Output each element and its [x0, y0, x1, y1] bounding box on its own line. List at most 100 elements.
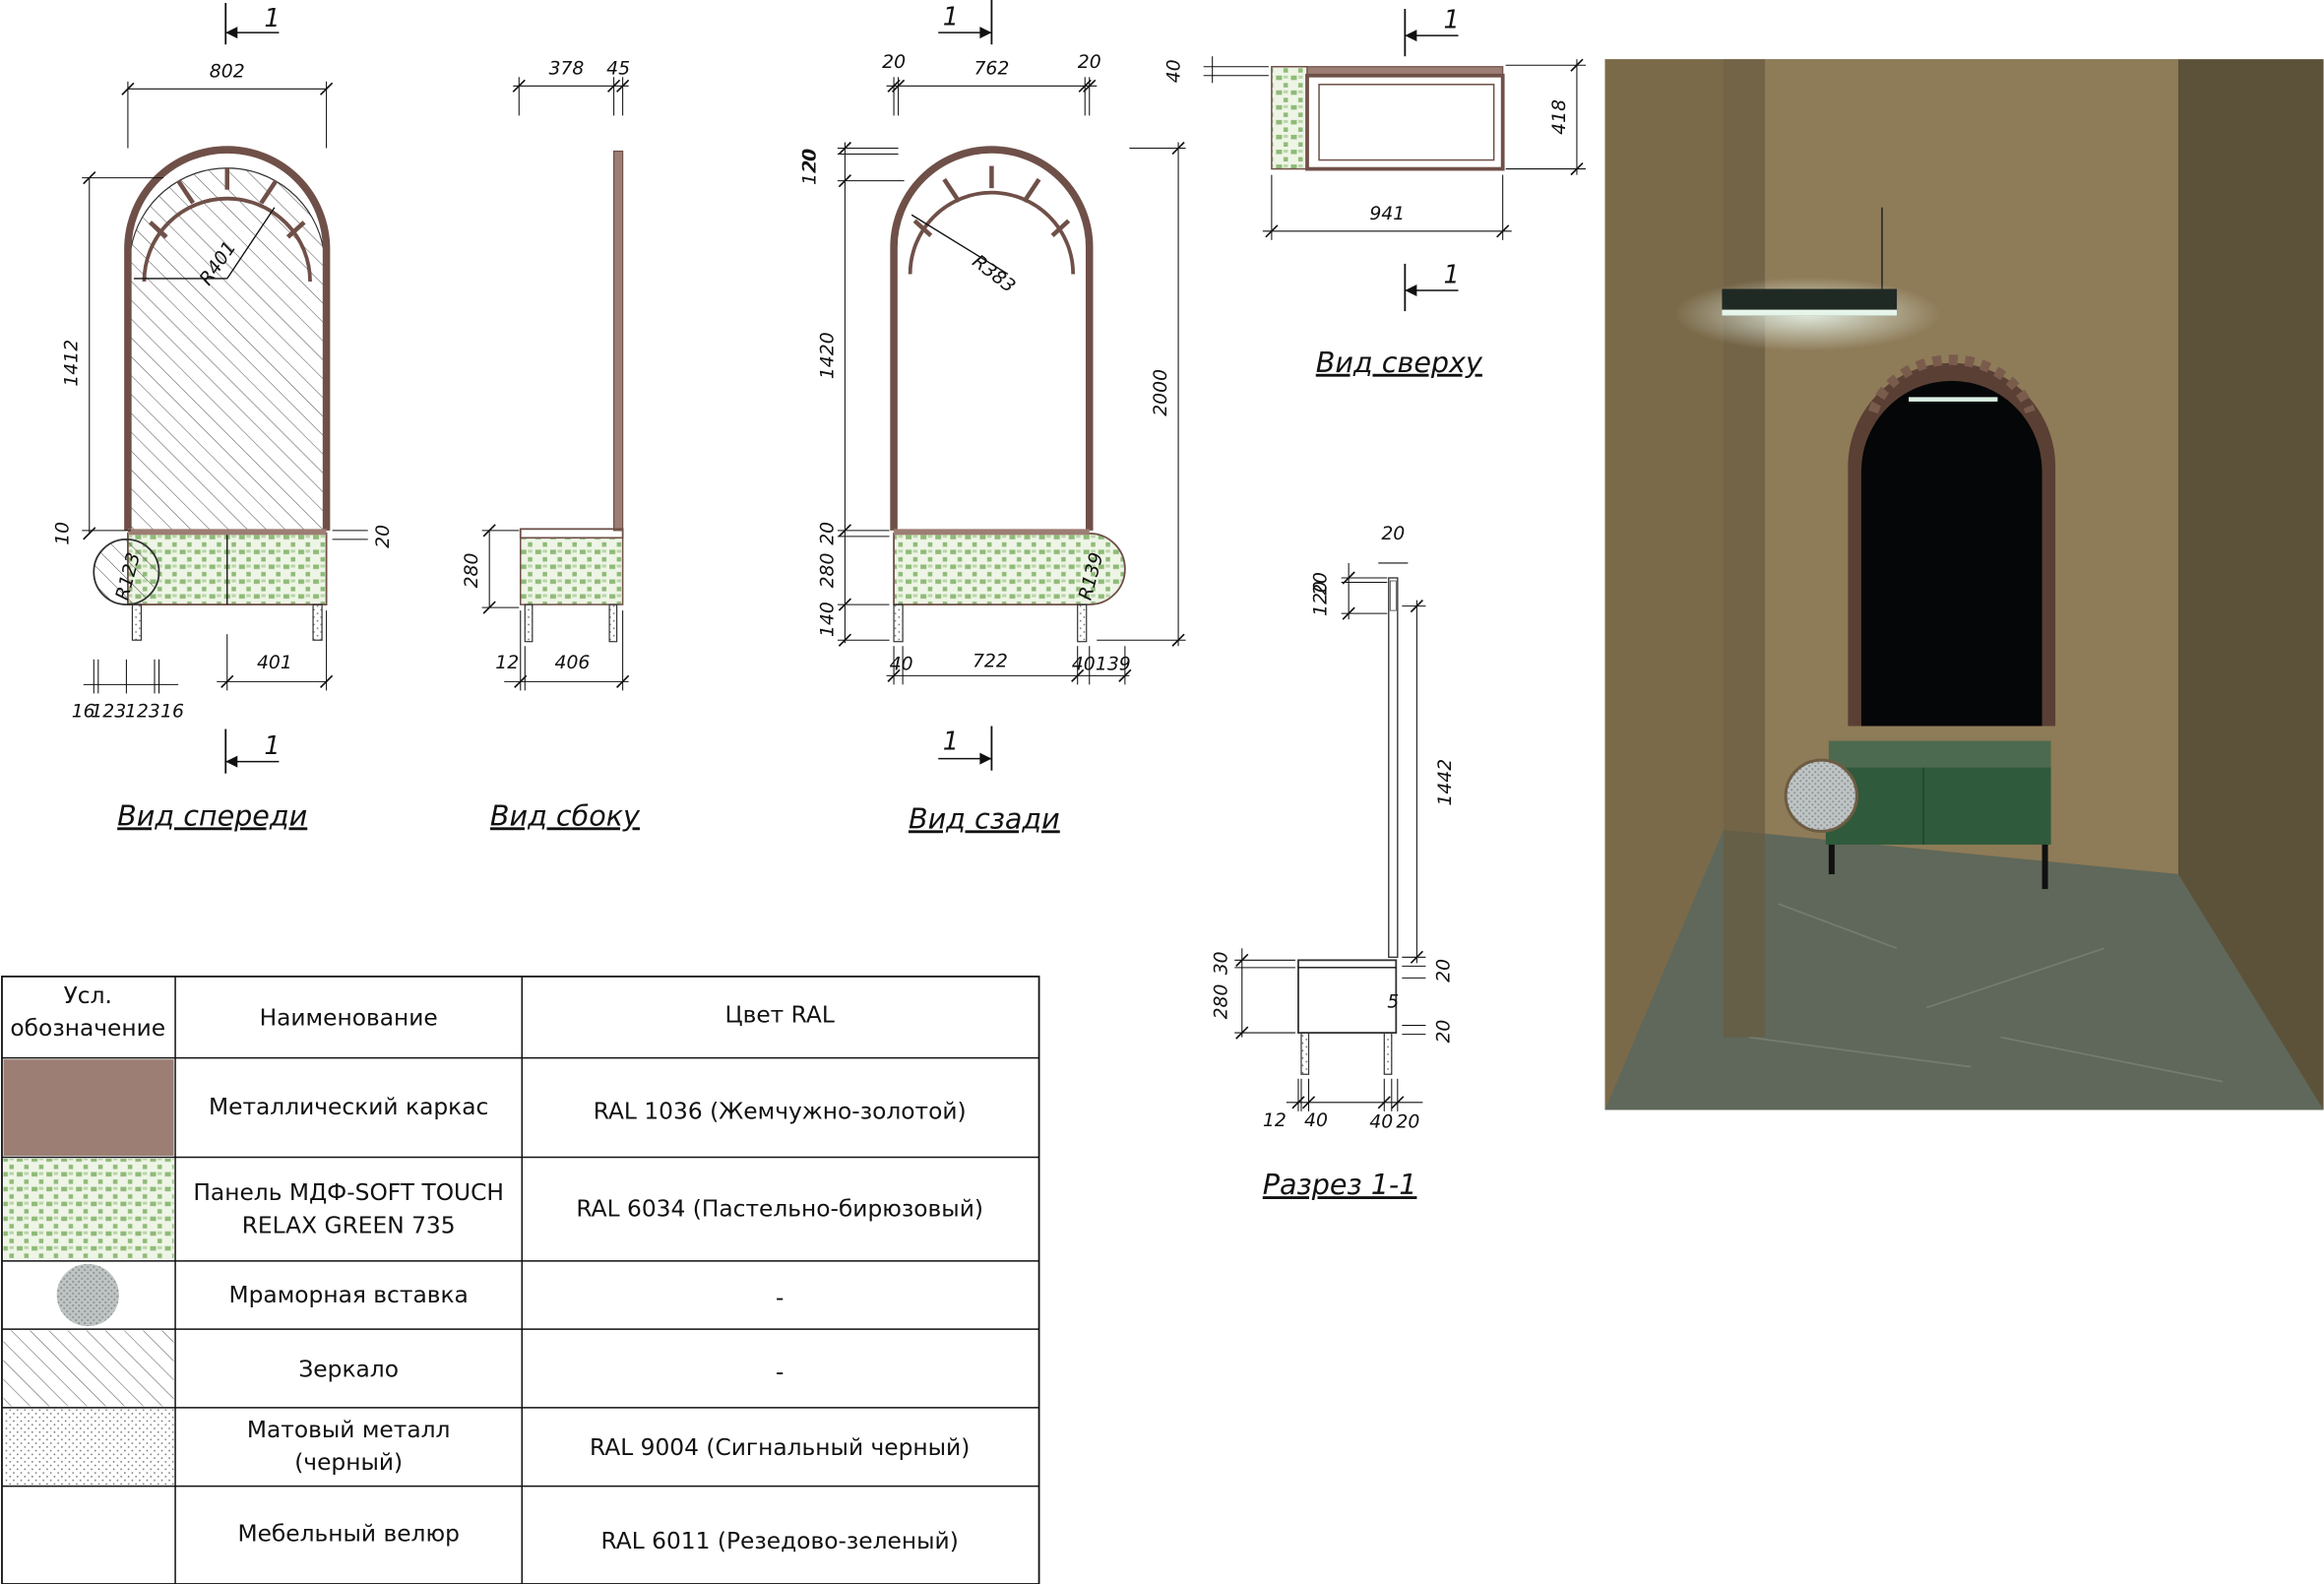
section-marker-back-bottom: 1 — [938, 726, 993, 771]
front-view: 802 1412 R401 10 20 R123 401 16 123 123 … — [53, 3, 394, 832]
front-arch-frame — [124, 146, 331, 531]
dim-section-v2: 20 — [1311, 572, 1332, 596]
dim-back-total: 2000 — [1151, 369, 1171, 416]
legend-swatch-panel — [3, 1159, 174, 1260]
dim-top-depth: 418 — [1549, 99, 1570, 135]
section-marker-front-top: 1 — [224, 3, 281, 45]
svg-text:1: 1 — [1443, 6, 1459, 35]
svg-text:1: 1 — [264, 731, 280, 761]
legend-swatch-mirror — [3, 1330, 174, 1407]
legend-header-color: Цвет RAL — [724, 1002, 834, 1029]
legend-swatch-marble — [56, 1263, 119, 1327]
side-backrest — [612, 150, 624, 532]
dim-side-leg: 12 — [495, 653, 519, 673]
front-view-title: Вид спереди — [117, 798, 307, 832]
front-leg-left — [131, 603, 143, 641]
dim-back-top-c: 762 — [974, 58, 1009, 79]
legend-table: Усл.обозначение Наименование Цвет RAL Ме… — [1, 975, 1040, 1584]
dim-back-v2: 20 — [799, 148, 820, 171]
dim-back-v3: 1420 — [817, 332, 838, 379]
dim-top-width: 941 — [1369, 204, 1405, 224]
dim-front-b1: 16 — [72, 701, 95, 722]
dim-back-v4: 20 — [817, 522, 838, 545]
dim-side-top-a: 378 — [548, 58, 584, 79]
dim-front-b4: 16 — [160, 701, 184, 722]
section-marker-top-view-upper: 1 — [1404, 6, 1460, 57]
dim-section-r1: 20 — [1433, 959, 1454, 982]
dim-section-top: 20 — [1381, 524, 1405, 544]
dim-section-b3: 40 — [1369, 1111, 1393, 1132]
front-arch-inner — [142, 196, 312, 282]
dim-front-b3: 123 — [125, 701, 160, 722]
dim-section-panel: 1442 — [1435, 759, 1456, 806]
dim-front-bench-width: 401 — [257, 653, 292, 673]
legend-row-3-name: Зеркало — [298, 1356, 399, 1382]
legend-row-1-color: RAL 6034 (Пастельно-бирюзовый) — [576, 1196, 983, 1223]
dim-side-seat-h: 280 — [462, 553, 482, 589]
dim-back-b2: 722 — [973, 651, 1008, 671]
back-view: 20 762 20 120 20 1420 20 280 140 2000 R3… — [799, 0, 1186, 835]
legend-swatch-frame — [3, 1059, 174, 1157]
svg-text:1: 1 — [264, 4, 280, 33]
section-seat — [1297, 959, 1398, 1034]
side-view-title: Вид сбоку — [490, 798, 641, 832]
dim-top-thick: 40 — [1164, 59, 1185, 83]
legend-row-0-name: Металлический каркас — [209, 1094, 488, 1120]
svg-text:1: 1 — [943, 728, 959, 757]
legend-header-name: Наименование — [260, 1005, 438, 1032]
section-marker-back-top: 1 — [938, 0, 993, 45]
dim-section-b2: 40 — [1304, 1110, 1328, 1131]
legend-row-4-color: RAL 9004 (Сигнальный черный) — [590, 1434, 970, 1461]
render-cabinet — [1825, 767, 2051, 845]
dim-section-s2: 280 — [1212, 984, 1232, 1020]
dim-section-r2: 5 — [1387, 991, 1399, 1012]
section-panel — [1388, 577, 1399, 959]
front-leg-right — [312, 603, 323, 641]
side-view: 378 45 280 12 406 Вид сбоку — [462, 58, 641, 832]
front-arch-ribs — [148, 167, 306, 239]
legend-row-4-name: Матовый металл(черный) — [247, 1417, 451, 1476]
legend-row-2-name: Мраморная вставка — [229, 1282, 469, 1308]
svg-text:1: 1 — [1443, 260, 1459, 289]
dim-back-b3: 40 — [1072, 654, 1096, 674]
dim-back-v6: 140 — [817, 602, 838, 637]
dim-section-v1: 120 — [1311, 581, 1332, 616]
front-mirror — [130, 167, 325, 532]
dim-side-top-b: 45 — [606, 58, 630, 79]
dim-side-depth: 406 — [555, 653, 591, 673]
back-arch-frame — [890, 146, 1094, 531]
top-panel — [1271, 65, 1308, 170]
dim-section-b1: 12 — [1263, 1110, 1287, 1131]
dim-section-r3: 20 — [1433, 1020, 1454, 1044]
top-view-title: Вид сверху — [1316, 346, 1483, 379]
legend-row-2-color: - — [776, 1285, 784, 1311]
dim-back-radius: R383 — [969, 251, 1020, 297]
section-view-title: Разрез 1-1 — [1263, 1168, 1417, 1201]
render-marble — [1784, 758, 1858, 833]
section-view: 20 120 20 1442 30 280 20 5 20 — [1212, 524, 1456, 1201]
section-marker-top-view-lower: 1 — [1404, 260, 1460, 312]
legend-row-5-name: Мебельный велюр — [237, 1520, 459, 1547]
dim-back-b4: 139 — [1096, 654, 1131, 674]
side-bench-panel — [520, 537, 624, 605]
legend-row-3-color: - — [776, 1359, 784, 1385]
dim-front-gap-right: 20 — [373, 525, 394, 548]
interior-render — [1604, 59, 2324, 1110]
top-view: 40 418 941 1 1 Вид сверху — [1164, 6, 1586, 379]
legend-row-0-color: RAL 1036 (Жемчужно-золотой) — [594, 1098, 967, 1124]
section-marker-front-bottom: 1 — [224, 729, 281, 774]
back-bench-panel — [893, 532, 1126, 606]
dim-back-top-r: 20 — [1078, 52, 1101, 73]
dim-back-b1: 40 — [890, 654, 913, 674]
legend-header-symbol: Усл.обозначение — [10, 982, 165, 1042]
dim-back-top-l: 20 — [882, 52, 906, 73]
legend-swatch-matte-metal — [3, 1409, 174, 1486]
svg-text:1: 1 — [943, 3, 959, 32]
dim-section-b4: 20 — [1396, 1111, 1419, 1132]
back-view-title: Вид сзади — [909, 801, 1060, 835]
dim-back-v1: 120 — [799, 150, 820, 185]
legend-row-5-color: RAL 6011 (Резедово-зеленый) — [601, 1528, 959, 1554]
dim-front-width: 802 — [210, 61, 245, 82]
